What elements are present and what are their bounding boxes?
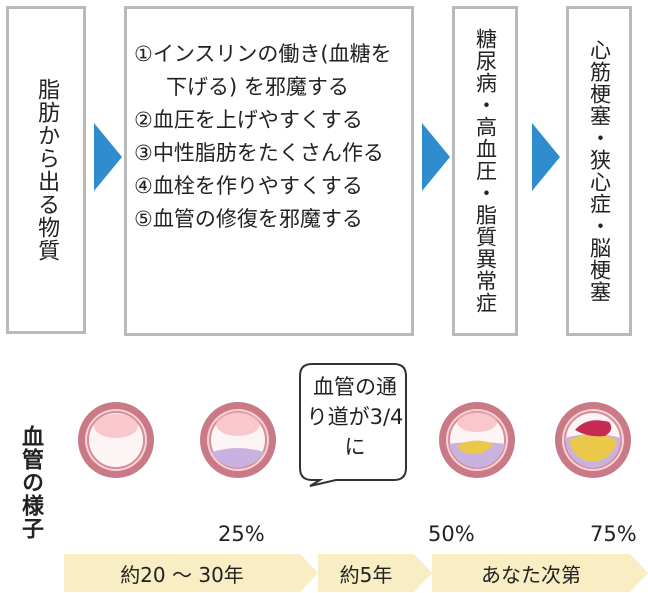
substance-text: 脂肪から出る物質 xyxy=(34,78,60,262)
timeline-label: 約20 ～ 30年 xyxy=(120,562,244,587)
arrow-icon xyxy=(422,123,450,191)
timeline-segment: 約5年 xyxy=(318,554,414,592)
disease1-text: 糖尿病・高血圧・脂質異常症 xyxy=(473,28,498,314)
effect-item: ①インスリンの働き(血糖を下げる) を邪魔する xyxy=(134,42,392,99)
vessel-label: 血管の様子 xyxy=(18,425,43,540)
percent-label: 25% xyxy=(218,522,265,546)
timeline-segment: あなた次第 xyxy=(432,554,630,592)
effect-item: ②血圧を上げやすくする xyxy=(134,108,363,132)
substance-box: 脂肪から出る物質 xyxy=(6,6,86,334)
effect-item: ⑤血管の修復を邪魔する xyxy=(134,207,363,231)
disease1-box: 糖尿病・高血圧・脂質異常症 xyxy=(452,6,518,336)
effect-item: ④血栓を作りやすくする xyxy=(134,174,363,198)
timeline-chevron xyxy=(414,554,432,592)
timeline-segment: 約20 ～ 30年 xyxy=(64,554,300,592)
arrow-icon xyxy=(94,123,122,191)
percent-label: 50% xyxy=(428,522,475,546)
disease2-text: 心筋梗塞・狭心症・脳梗塞 xyxy=(587,39,612,303)
disease2-box: 心筋梗塞・狭心症・脳梗塞 xyxy=(566,6,632,336)
vessel-50-icon xyxy=(439,402,515,478)
callout-text: 血管の通り道が3/4に xyxy=(306,375,404,459)
timeline-chevron xyxy=(630,554,648,592)
timeline-chevron xyxy=(300,554,318,592)
percent-label: 75% xyxy=(590,522,637,546)
effect-item: ③中性脂肪をたくさん作る xyxy=(134,141,384,165)
callout-bubble xyxy=(299,363,407,487)
effects-box xyxy=(124,6,414,336)
arrow-icon xyxy=(532,123,560,191)
timeline-label: あなた次第 xyxy=(481,562,581,587)
effects-list: ①インスリンの働き(血糖を下げる) を邪魔する ②血圧を上げやすくする ③中性脂… xyxy=(134,38,404,236)
timeline-label: 約5年 xyxy=(339,562,393,587)
vessel-healthy-icon xyxy=(78,402,154,478)
vessel-25-icon xyxy=(200,402,276,478)
vessel-75-icon xyxy=(555,402,631,478)
